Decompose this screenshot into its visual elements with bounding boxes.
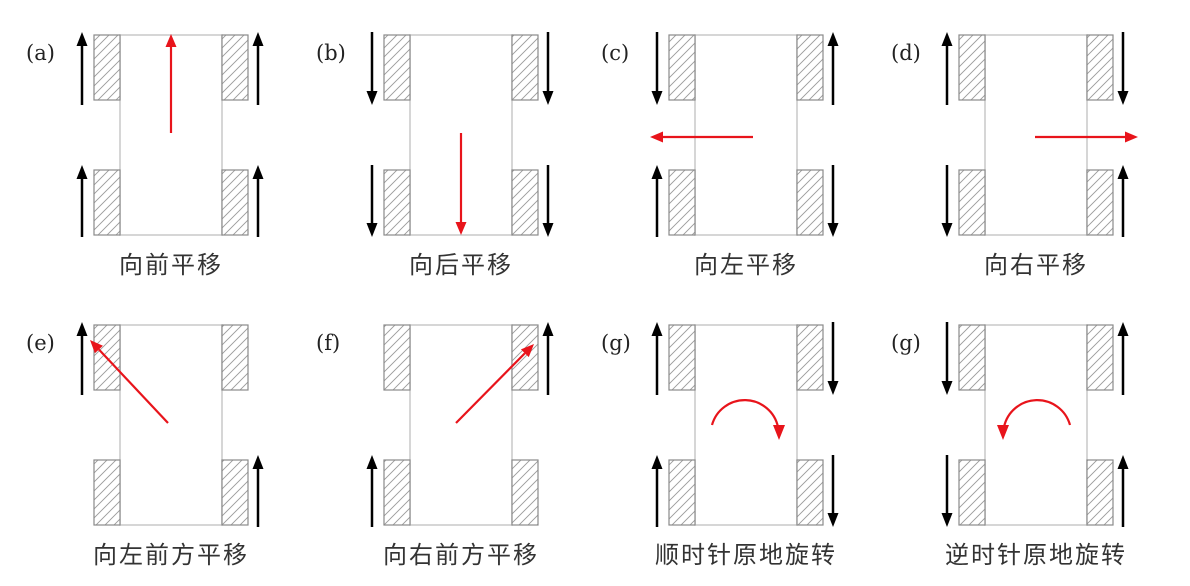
panel-tag: (a) — [26, 41, 55, 65]
wheel-arrow-fl — [76, 322, 88, 395]
panel-tag: (g) — [891, 331, 921, 355]
wheel-rl — [383, 169, 411, 236]
wheel-fl — [383, 34, 411, 101]
panel-caption: 向右平移 — [984, 251, 1088, 279]
wheel-fl — [958, 34, 986, 101]
wheel-arrow-fr — [1117, 322, 1129, 395]
wheel-arrow-rl — [651, 165, 663, 237]
chassis-body — [119, 324, 223, 526]
wheel-fl — [958, 324, 986, 391]
motion-arrow — [997, 399, 1072, 440]
panel-tag: (c) — [601, 41, 629, 65]
wheel-arrow-fr — [252, 32, 264, 105]
wheel-rr — [796, 459, 824, 526]
motion-arrow — [90, 340, 169, 424]
wheel-arrow-fl — [76, 32, 88, 105]
wheel-fr — [511, 324, 539, 391]
wheel-arrow-rr — [827, 165, 839, 237]
wheel-rl — [958, 459, 986, 526]
panel-6: (f) 向右前方平移 — [316, 322, 554, 569]
wheel-fl — [93, 34, 121, 101]
wheel-rl — [668, 459, 696, 526]
wheel-arrow-rr — [252, 455, 264, 527]
panel-caption: 向后平移 — [409, 251, 513, 279]
wheel-fl — [668, 34, 696, 101]
wheel-arrow-fl — [651, 32, 663, 105]
wheel-arrow-fl — [366, 32, 378, 105]
wheel-fr — [221, 34, 249, 101]
wheel-arrow-fr — [1117, 32, 1129, 105]
panel-caption: 逆时针原地旋转 — [945, 541, 1127, 569]
wheel-rl — [668, 169, 696, 236]
panel-1: (a) 向前平移 — [26, 32, 264, 279]
panel-tag: (d) — [891, 41, 921, 65]
wheel-rr — [221, 169, 249, 236]
wheel-arrow-rl — [941, 165, 953, 237]
wheel-rr — [511, 169, 539, 236]
wheel-arrow-rl — [941, 455, 953, 527]
wheel-rr — [1086, 459, 1114, 526]
panel-caption: 向左平移 — [694, 251, 798, 279]
motion-arrow — [165, 34, 177, 133]
wheel-rl — [383, 459, 411, 526]
panel-tag: (f) — [316, 331, 340, 355]
panel-tag: (g) — [601, 331, 631, 355]
panel-caption: 向右前方平移 — [383, 541, 539, 569]
panel-8: (g) 逆时针原地旋转 — [891, 322, 1129, 569]
wheel-arrow-fr — [542, 322, 554, 395]
panel-3: (c) 向左平移 — [601, 32, 839, 279]
wheel-arrow-rl — [366, 165, 378, 237]
wheel-rr — [1086, 169, 1114, 236]
panel-caption: 向前平移 — [119, 251, 223, 279]
wheel-arrow-fr — [542, 32, 554, 105]
wheel-rr — [796, 169, 824, 236]
wheel-fr — [221, 324, 249, 391]
panel-5: (e) 向左前方平移 — [26, 322, 264, 569]
motion-arrow — [650, 131, 753, 143]
wheel-arrow-rr — [1117, 165, 1129, 237]
wheel-rr — [511, 459, 539, 526]
wheel-fr — [796, 34, 824, 101]
wheel-arrow-rl — [651, 455, 663, 527]
wheel-fr — [796, 324, 824, 391]
wheel-rr — [221, 459, 249, 526]
motion-arrow — [455, 344, 534, 424]
wheel-arrow-rr — [827, 455, 839, 527]
panel-7: (g) 顺时针原地旋转 — [601, 322, 839, 569]
wheel-arrow-rr — [542, 165, 554, 237]
wheel-arrow-fl — [651, 322, 663, 395]
wheel-arrow-fr — [827, 32, 839, 105]
wheel-arrow-rr — [252, 165, 264, 237]
panel-4: (d) 向右平移 — [891, 32, 1138, 279]
panel-2: (b) 向后平移 — [316, 32, 554, 279]
wheel-arrow-rr — [1117, 455, 1129, 527]
panel-caption: 顺时针原地旋转 — [655, 541, 837, 569]
motion-arrow — [710, 399, 785, 440]
wheel-fl — [383, 324, 411, 391]
wheel-fl — [668, 324, 696, 391]
wheel-arrow-fr — [827, 322, 839, 395]
motion-arrow — [1035, 131, 1138, 143]
wheel-fl — [93, 324, 121, 391]
panel-tag: (b) — [316, 41, 346, 65]
chassis-body — [409, 324, 513, 526]
chassis-body — [694, 34, 798, 236]
wheel-fr — [1086, 34, 1114, 101]
wheel-rl — [958, 169, 986, 236]
wheel-fr — [511, 34, 539, 101]
wheel-fr — [1086, 324, 1114, 391]
chassis-body — [984, 34, 1088, 236]
wheel-arrow-rl — [366, 455, 378, 527]
wheel-rl — [93, 459, 121, 526]
wheel-arrow-fl — [941, 322, 953, 395]
wheel-arrow-fl — [941, 32, 953, 105]
panel-caption: 向左前方平移 — [93, 541, 249, 569]
motion-arrow — [455, 133, 467, 235]
wheel-rl — [93, 169, 121, 236]
wheel-arrow-rl — [76, 165, 88, 237]
panel-tag: (e) — [26, 331, 55, 355]
